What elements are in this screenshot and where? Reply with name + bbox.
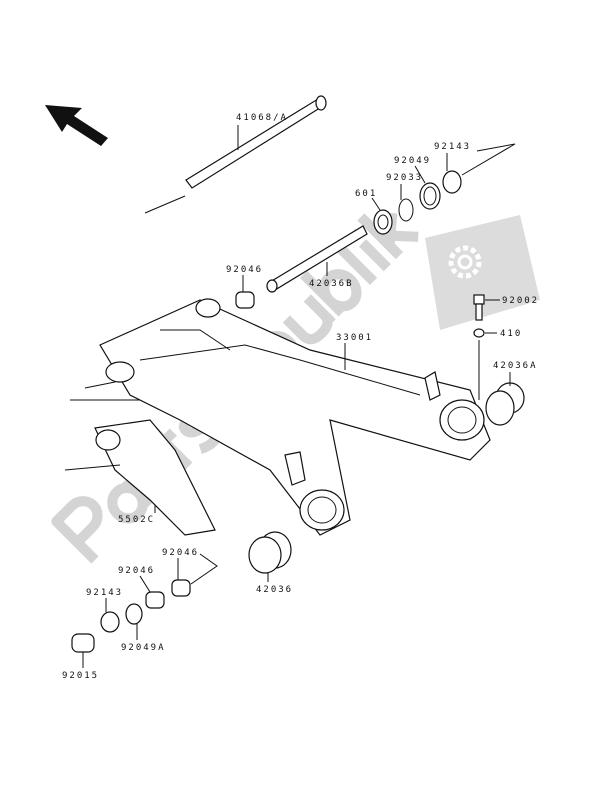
label-bolt: 92002	[502, 296, 539, 306]
arrow-up-left-icon	[45, 105, 108, 146]
label-shaft: 41068/A	[236, 113, 288, 123]
label-chain-guide: 5502C	[118, 515, 155, 525]
label-swingarm: 33001	[336, 333, 373, 343]
label-seal-top: 92049	[394, 156, 431, 166]
watermark-gear-icon	[425, 215, 540, 330]
swingarm-part	[70, 298, 491, 536]
label-bushing-low: 42036	[256, 585, 293, 595]
label-needle-bearing-low-2: 92046	[118, 566, 155, 576]
label-collar-top: 92143	[434, 142, 471, 152]
bushing-right	[485, 372, 525, 426]
label-needle-bearing-low-1: 92046	[162, 548, 199, 558]
sleeve-part	[235, 225, 368, 309]
label-collar-low: 92143	[86, 588, 123, 598]
label-needle-bearing-top: 92046	[226, 265, 263, 275]
label-sleeve: 42036B	[309, 279, 354, 289]
bearing-stack-low	[71, 553, 218, 668]
label-cap-low: 92015	[62, 671, 99, 681]
label-bearing-ball: 601	[355, 189, 377, 199]
label-bushing-right: 42036A	[493, 361, 538, 371]
label-circlip: 92033	[386, 173, 423, 183]
label-washer: 410	[500, 329, 522, 339]
bearing-stack-top	[371, 143, 516, 235]
label-seal-low: 92049A	[121, 643, 166, 653]
bushing-low	[248, 531, 292, 582]
bolt-washer	[473, 294, 500, 400]
shaft-part	[144, 95, 327, 214]
chain-guide-part	[64, 419, 216, 536]
